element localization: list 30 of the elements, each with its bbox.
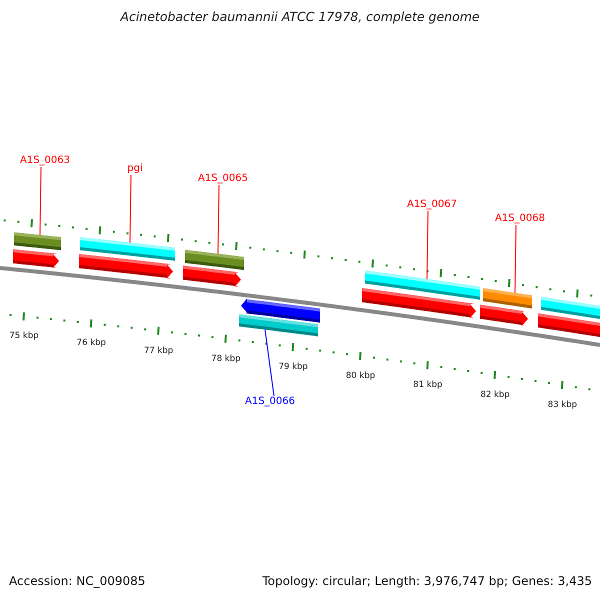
scale-label: 82 kbp [480,390,510,400]
leader-line [264,329,274,396]
map-title: Acinetobacter baumannii ATCC 17978, complete genome [118,11,481,24]
leader-line [40,166,42,236]
footer-text: Accession: NC_009085 [9,575,146,587]
leader-line [218,184,220,254]
scale-label: 80 kbp [346,372,376,380]
scale-label: 75 kbp [9,332,39,341]
leader-line [130,174,132,244]
gene-feature-bar [239,314,318,336]
gene-label: pgi [127,164,143,174]
gene-feature-bar [14,232,61,250]
gene-feature-bar [80,237,175,261]
scale-label: 76 kbp [76,339,106,348]
gene-feature-bar [365,270,480,300]
gene-feature-bar [483,288,532,308]
gene-label: A1S_0067 [407,200,457,210]
scale-label: 78 kbp [211,354,241,364]
leader-line [426,210,428,280]
scale-label: 81 kbp [413,381,442,390]
gene-feature-bar [185,250,244,270]
scale-label: 77 kbp [144,346,174,356]
gene-label: A1S_0066 [245,397,295,407]
scale-label: 79 kbp [278,363,308,372]
leader-line [514,224,516,294]
scale-label: 83 kbp [548,401,578,410]
footer-text: Topology: circular; Length: 3,976,747 bp; Genes: 3,435 [262,575,592,587]
gene-label: A1S_0068 [495,214,545,224]
gene-label: A1S_0065 [198,174,248,184]
gene-label: A1S_0063 [20,156,70,166]
